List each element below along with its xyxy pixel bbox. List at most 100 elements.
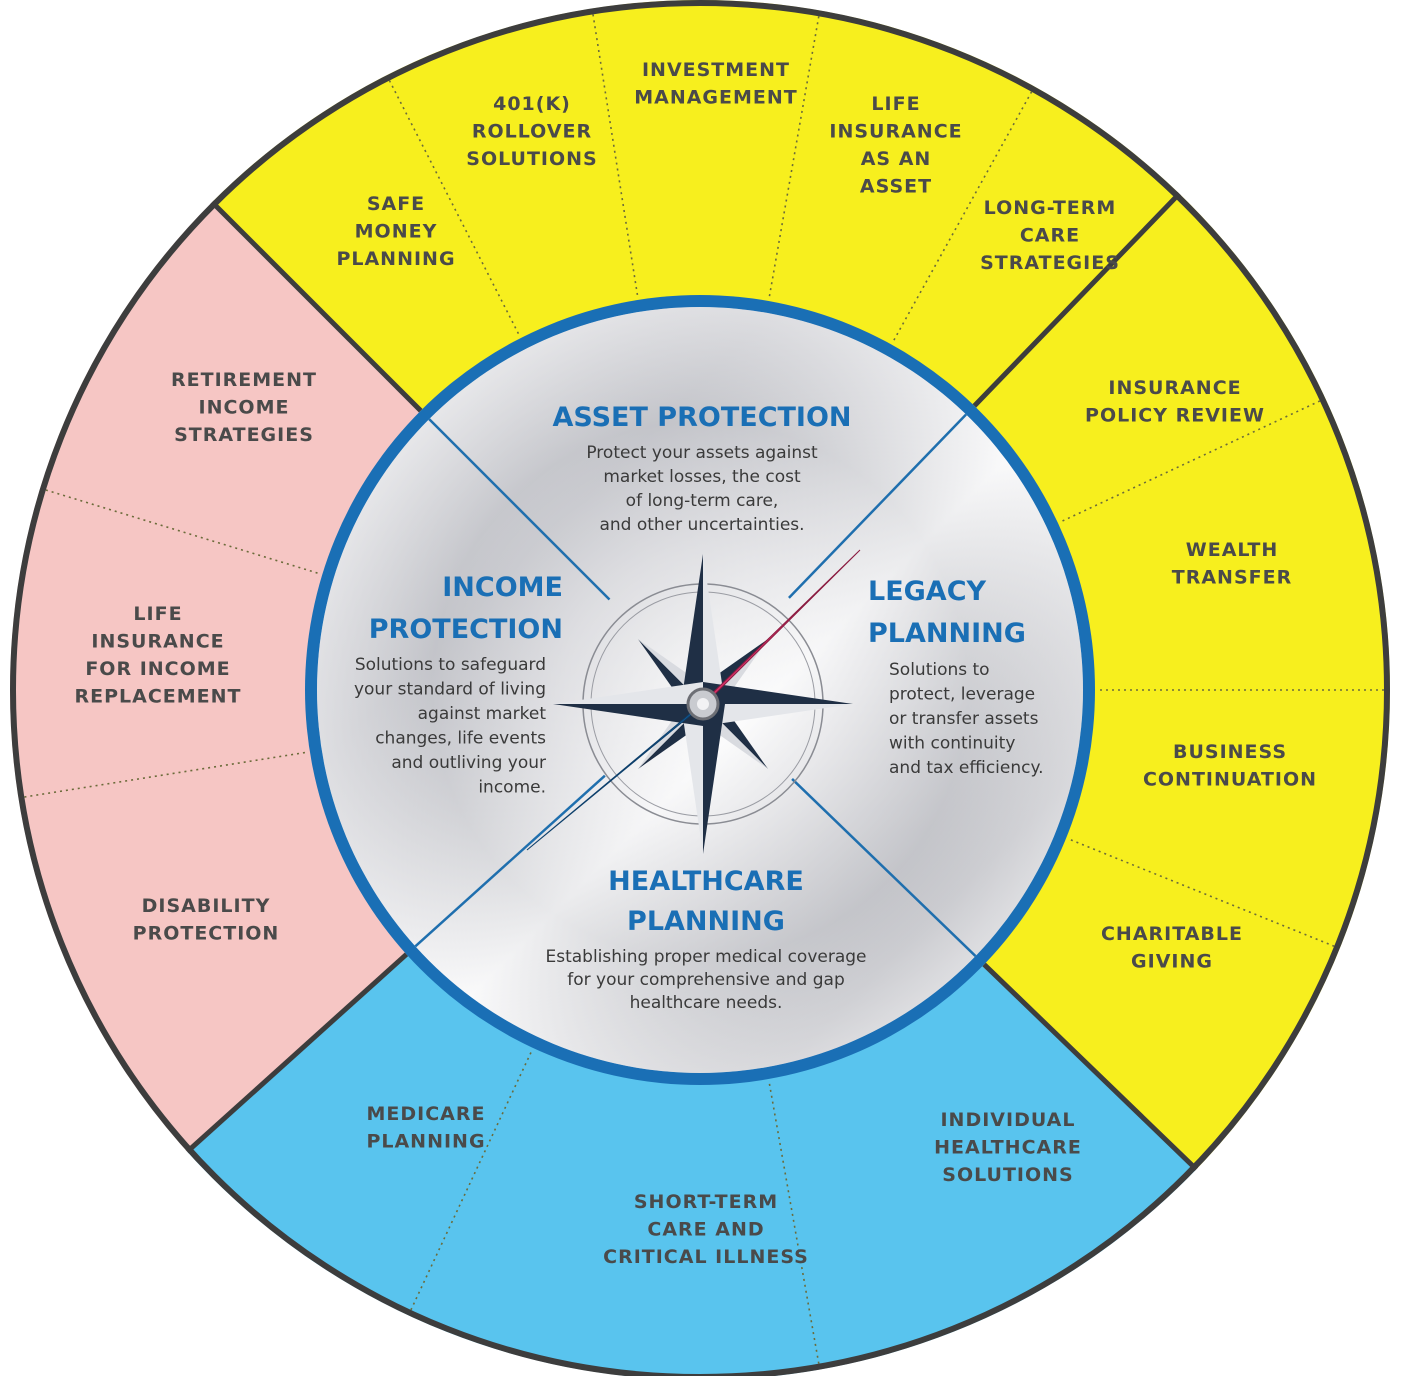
segment-label-line: STRATEGIES [980, 252, 1120, 274]
inner-quadrant-lines [414, 413, 977, 957]
text-line: income. [478, 778, 546, 798]
segment-individual-healthcare-solutions: INDIVIDUAL HEALTHCARE SOLUTIONS [934, 1109, 1082, 1186]
segment-label-line: INVESTMENT [642, 59, 790, 81]
text-line: Solutions to [889, 660, 990, 680]
compass-point-light [703, 554, 725, 704]
segment-label-line: SOLUTIONS [466, 148, 597, 170]
income-protection-desc: Solutions to safeguard your standard of l… [354, 655, 546, 798]
segment-label-line: CHARITABLE [1101, 923, 1243, 945]
text-line: of long-term care, [626, 491, 779, 511]
asset-protection-block: ASSET PROTECTION Protect your assets aga… [552, 402, 851, 535]
segment-business-continuation: BUSINESS CONTINUATION [1143, 741, 1317, 791]
segment-label-line: BUSINESS [1173, 741, 1287, 763]
compass-point-light [553, 682, 703, 704]
segment-label-line: SOLUTIONS [942, 1164, 1073, 1186]
segment-label-line: CARE [1020, 225, 1080, 247]
compass-point-dark [703, 682, 853, 704]
segment-label-line: HEALTHCARE [934, 1137, 1082, 1159]
quadrant-divider [210, 200, 423, 413]
segment-label-line: SAFE [367, 193, 425, 215]
segment-wealth-transfer: WEALTH TRANSFER [1172, 539, 1292, 589]
segment-label-line: POLICY REVIEW [1085, 405, 1265, 427]
segment-label-line: PLANNING [366, 1131, 485, 1153]
text-line: your standard of living [354, 680, 546, 700]
inner-divider [428, 418, 611, 601]
segment-label-line: CRITICAL ILLNESS [603, 1246, 809, 1268]
text-line: PLANNING [868, 618, 1026, 649]
text-line: INCOME [442, 572, 563, 603]
segment-label-line: MONEY [355, 221, 438, 243]
text-line: for your comprehensive and gap [567, 970, 844, 990]
text-line: and outliving your [391, 753, 546, 773]
segment-label-line: INDIVIDUAL [940, 1109, 1075, 1131]
text-line: Protect your assets against [586, 443, 818, 463]
segment-long-term-care-strategies: LONG-TERM CARE STRATEGIES [980, 197, 1120, 274]
segment-label-line: ASSET [860, 176, 932, 198]
segment-label-line: INCOME [199, 397, 290, 419]
text-line: Solutions to safeguard [355, 655, 546, 675]
segment-medicare-planning: MEDICARE PLANNING [366, 1103, 485, 1153]
segment-label-line: LIFE [871, 93, 920, 115]
inner-divider [788, 413, 967, 599]
segment-label-line: INSURANCE [91, 631, 224, 653]
text-line: and other uncertainties. [599, 515, 804, 535]
text-line: Establishing proper medical coverage [545, 947, 866, 967]
segment-life-insurance-as-an-asset: LIFE INSURANCE AS AN ASSET [829, 93, 962, 198]
inner-divider [791, 778, 977, 957]
compass-point [553, 682, 703, 726]
compass-point-dark [681, 554, 703, 704]
asset-protection-title: ASSET PROTECTION [552, 402, 851, 433]
segment-label-line: CONTINUATION [1143, 769, 1317, 791]
healthcare-planning-block: HEALTHCARE PLANNING Establishing proper m… [545, 866, 866, 1013]
legacy-planning-title: LEGACY PLANNING [868, 576, 1026, 649]
income-protection-title: INCOME PROTECTION [369, 572, 563, 645]
quadrant-divider [185, 952, 409, 1154]
segment-label-line: LIFE [133, 603, 182, 625]
segment-label-line: MEDICARE [367, 1103, 486, 1125]
compass-point-dark [553, 704, 703, 726]
healthcare-planning-title: HEALTHCARE PLANNING [608, 866, 804, 937]
segment-label-line: GIVING [1131, 951, 1213, 973]
text-line: HEALTHCARE [608, 866, 804, 897]
segment-label-line: ROLLOVER [472, 121, 592, 143]
segment-label-line: FOR INCOME [85, 658, 230, 680]
text-line: PLANNING [627, 906, 785, 937]
inner-divider [414, 774, 606, 948]
segment-label-line: WEALTH [1186, 539, 1278, 561]
text-line: changes, life events [375, 729, 546, 749]
text-line: LEGACY [868, 576, 987, 607]
compass-point [703, 682, 853, 726]
compass-rose-icon [526, 549, 861, 854]
segment-label-line: MANAGEMENT [634, 87, 798, 109]
compass-point [681, 554, 725, 704]
segment-label-line: TRANSFER [1172, 567, 1292, 589]
segment-label-line: CARE AND [647, 1219, 764, 1241]
text-line: against market [418, 704, 547, 724]
text-line: with continuity [889, 734, 1015, 754]
segment-label-line: LONG-TERM [984, 197, 1117, 219]
text-line: PROTECTION [369, 614, 563, 645]
segment-label-line: INSURANCE [829, 121, 962, 143]
segment-label-line: AS AN [861, 148, 932, 170]
text-line: or transfer assets [889, 709, 1039, 729]
compass-star-cardinal [553, 554, 853, 854]
compass-point-dark [703, 704, 725, 854]
quadrant-divider [982, 962, 1199, 1172]
compass-pivot-cap [697, 698, 709, 710]
quadrant-divider [972, 191, 1182, 408]
text-line: market losses, the cost [603, 467, 801, 487]
healthcare-planning-desc: Establishing proper medical coverage for … [545, 947, 866, 1013]
segment-label-line: RETIREMENT [171, 369, 317, 391]
segment-label-line: PROTECTION [133, 923, 280, 945]
segment-charitable-giving: CHARITABLE GIVING [1101, 923, 1243, 973]
